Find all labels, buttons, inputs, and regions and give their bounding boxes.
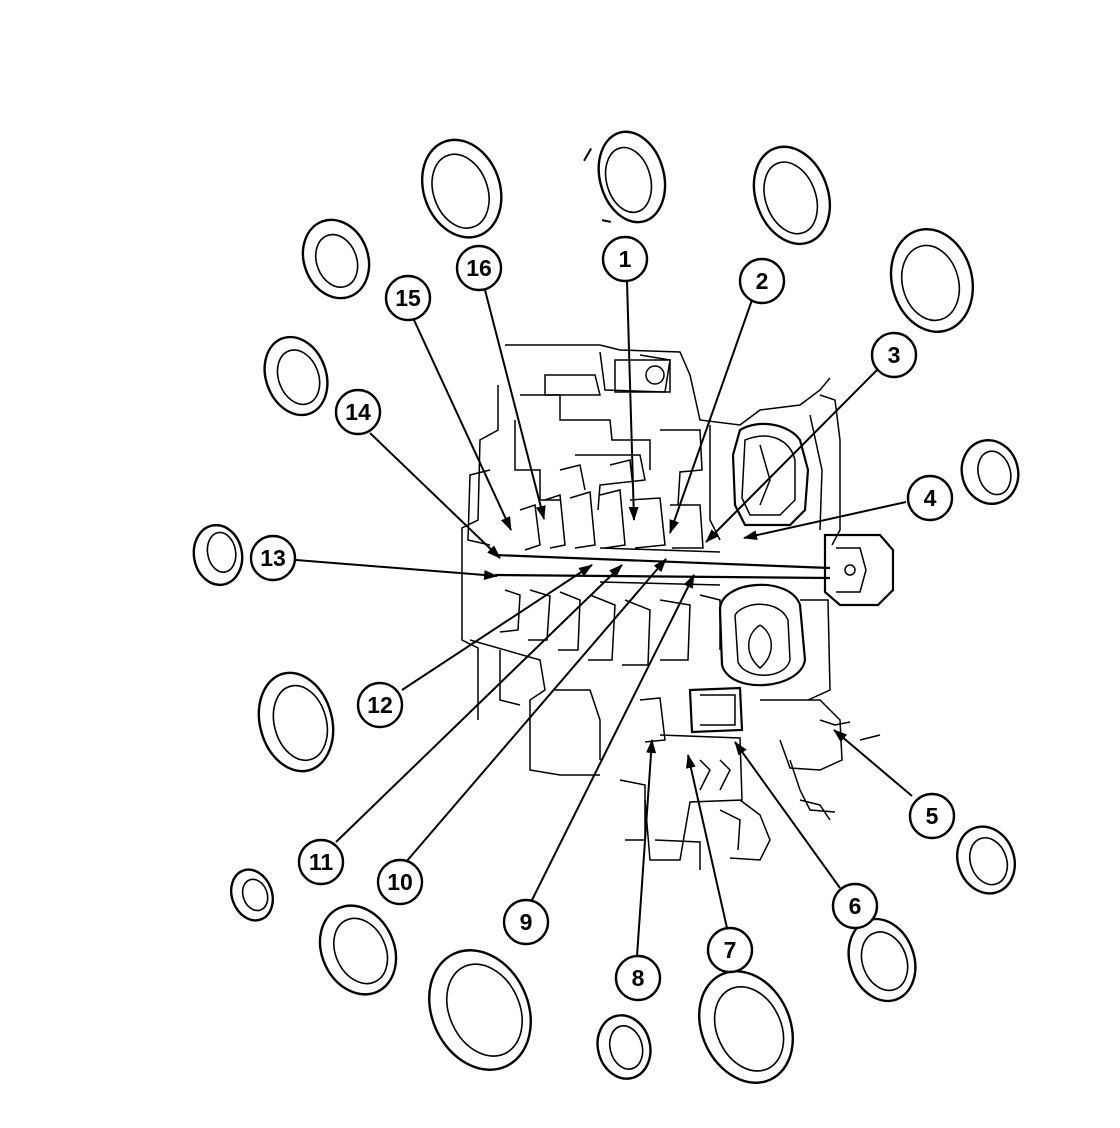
leader-9 (531, 574, 695, 901)
callout-6-label: 6 (849, 893, 862, 919)
seal-rings (192, 130, 1020, 1084)
callout-8-label: 8 (632, 965, 645, 991)
leader-6 (734, 741, 841, 889)
seal-ring (889, 227, 975, 333)
callout-13: 13 (249, 534, 297, 582)
callout-3: 3 (870, 331, 918, 379)
leader-3 (705, 369, 878, 543)
callout-14: 14 (334, 388, 382, 436)
callout-15-label: 15 (395, 285, 421, 311)
leader-7 (685, 754, 728, 929)
seal-ring (230, 868, 274, 922)
seal-ring (960, 439, 1020, 505)
callout-10: 10 (376, 858, 424, 906)
callout-9-label: 9 (520, 909, 533, 935)
leader-13 (295, 559, 498, 580)
seal-ring (263, 335, 329, 417)
callout-2-label: 2 (756, 268, 769, 294)
leader-12 (401, 564, 593, 691)
leader-11 (335, 564, 623, 843)
callout-6: 6 (831, 882, 879, 930)
callout-4: 4 (906, 474, 954, 522)
callout-1: 1 (601, 235, 649, 283)
seal-ring (596, 1014, 652, 1080)
callout-12: 12 (356, 681, 404, 729)
seal-ring (697, 970, 795, 1084)
leader-4 (743, 501, 907, 541)
callout-15: 15 (384, 274, 432, 322)
leader-2 (669, 299, 753, 534)
callout-11: 11 (297, 838, 345, 886)
leader-10 (405, 558, 667, 863)
callout-2: 2 (738, 257, 786, 305)
seal-ring (752, 145, 831, 246)
callout-16-label: 16 (466, 255, 492, 281)
callout-1-label: 1 (619, 246, 632, 272)
callout-7-label: 7 (724, 937, 737, 963)
seal-ring (192, 523, 244, 587)
callout-9: 9 (502, 898, 550, 946)
seal-ring (257, 671, 335, 773)
callout-3-label: 3 (888, 342, 901, 368)
leader-15 (413, 319, 512, 531)
leader-1 (626, 280, 639, 521)
seal-ring (428, 949, 532, 1071)
callout-13-label: 13 (260, 545, 286, 571)
seal-ring (956, 825, 1016, 895)
leader-14 (369, 432, 501, 559)
callout-markers: 1 2 3 4 5 6 7 8 (249, 235, 956, 1002)
callout-4-label: 4 (924, 485, 937, 511)
callout-11-label: 11 (309, 849, 334, 875)
callout-5: 5 (908, 792, 956, 840)
callout-8: 8 (614, 954, 662, 1002)
callout-14-label: 14 (345, 399, 371, 425)
callout-7: 7 (706, 926, 754, 974)
callout-10-label: 10 (387, 869, 413, 895)
seal-ring (318, 904, 398, 996)
callout-5-label: 5 (926, 803, 939, 829)
seal-ring (583, 130, 667, 224)
seal-ring (301, 218, 371, 300)
callout-leaders (295, 280, 913, 957)
leader-5 (833, 729, 913, 797)
callout-16: 16 (455, 244, 503, 292)
seal-ring (420, 138, 503, 239)
leader-16 (484, 289, 546, 520)
leader-8 (636, 739, 657, 957)
callout-12-label: 12 (367, 692, 393, 718)
